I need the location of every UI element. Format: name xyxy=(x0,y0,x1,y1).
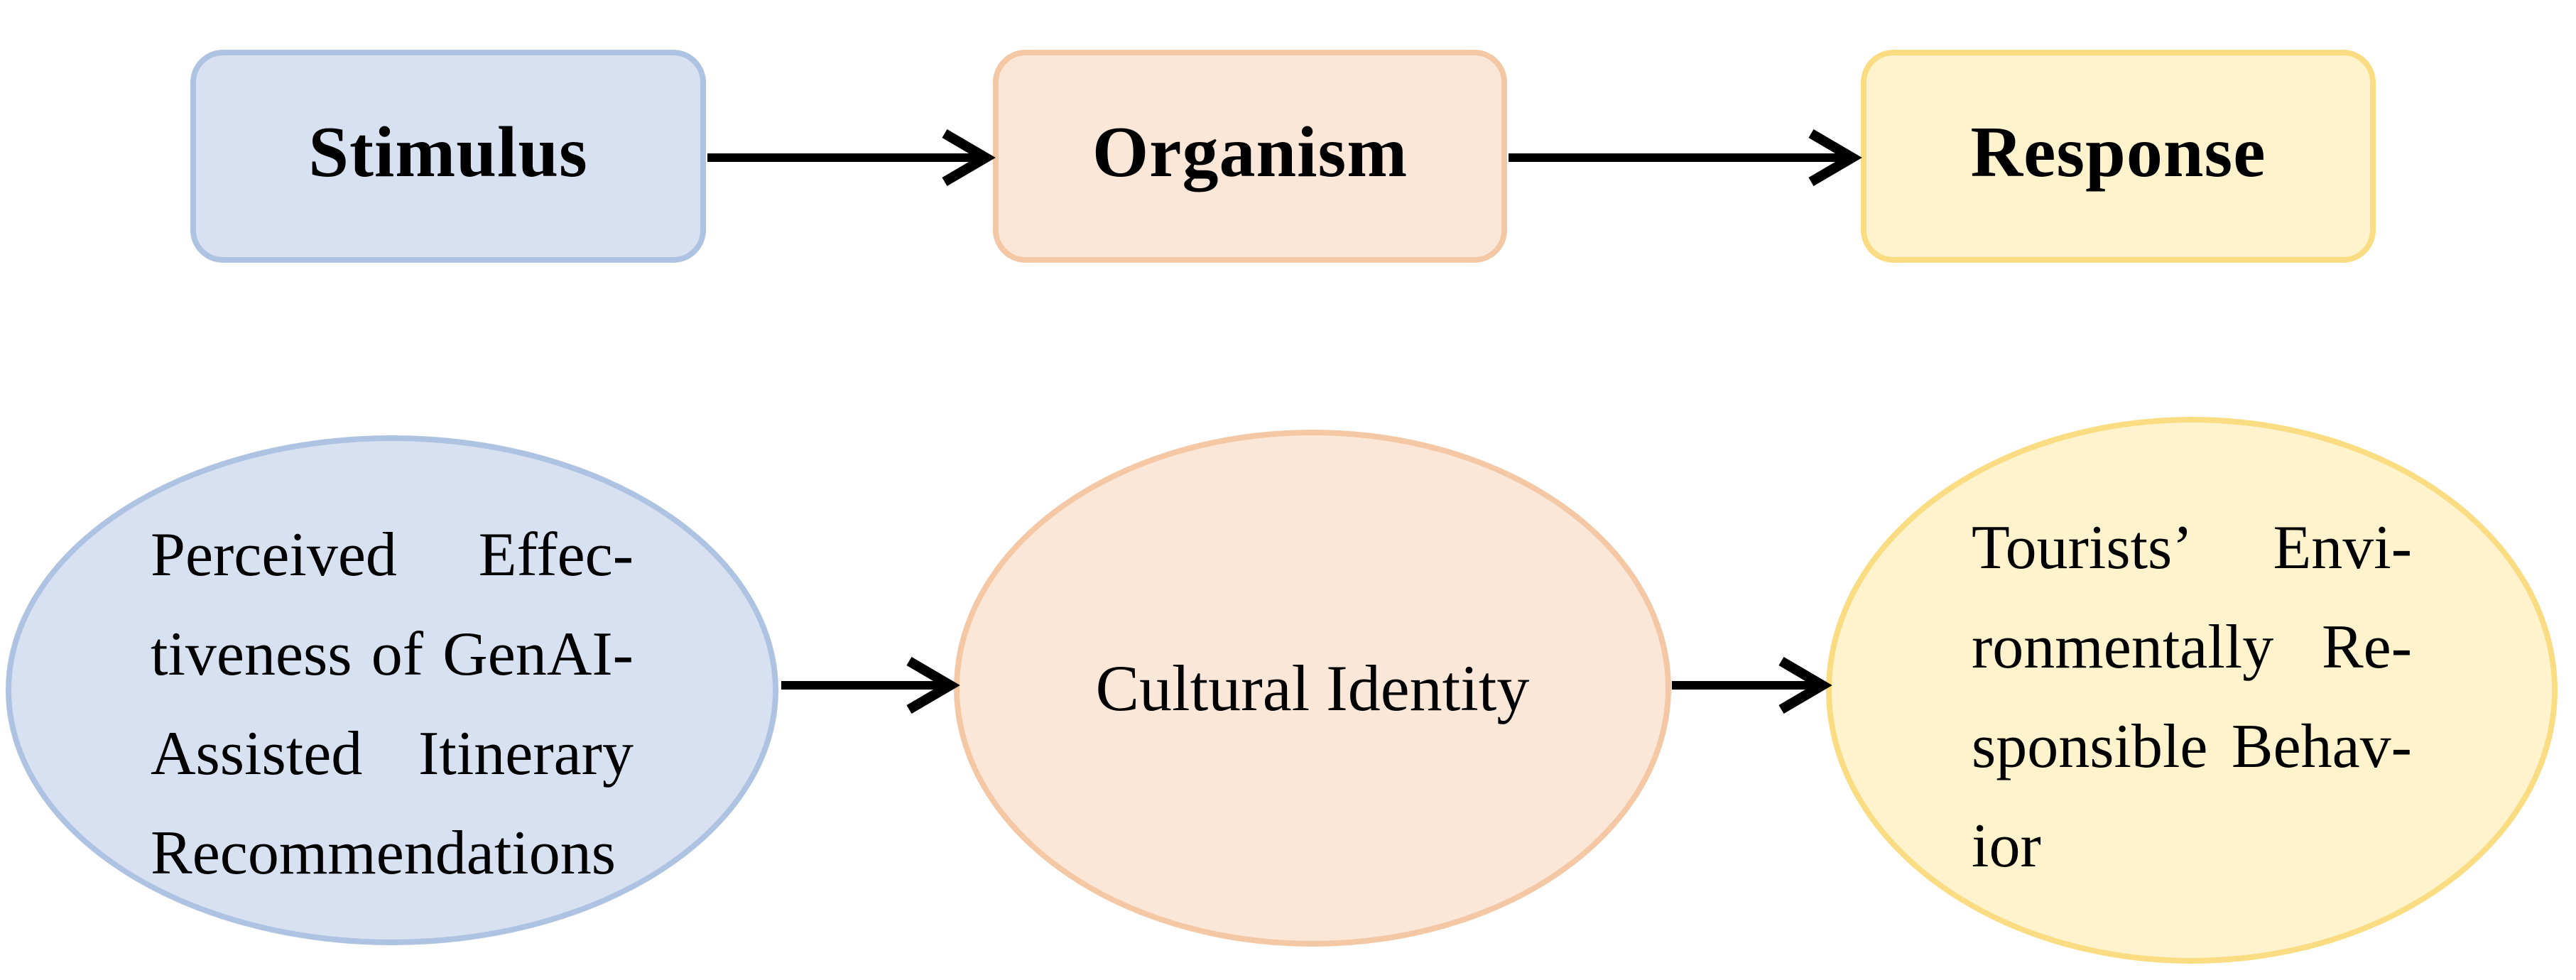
perceived-effectiveness-text: Perceived Effec- tiveness of GenAI- Assi… xyxy=(151,506,634,903)
stimulus-label: Stimulus xyxy=(308,111,588,192)
text-line: ronmentally Re- xyxy=(1972,613,2412,682)
arrow-cultural-identity-to-responsible-behavior xyxy=(1672,656,1832,714)
response-box: Response xyxy=(1861,50,2376,263)
organism-label: Organism xyxy=(1092,111,1408,192)
arrow-perceived-effectiveness-to-cultural-identity xyxy=(781,656,960,714)
organism-box: Organism xyxy=(993,50,1507,263)
text-line: Perceived Effec- xyxy=(151,521,634,589)
text-line: Cultural Identity xyxy=(1095,652,1530,724)
text-line: ior xyxy=(1972,812,2041,881)
text-line: Assisted Itinerary xyxy=(151,719,634,788)
arrow-organism-to-response xyxy=(1509,129,1862,187)
environmentally-responsible-behavior-ellipse: Tourists’ Envi- ronmentally Re- sponsibl… xyxy=(1826,417,2558,964)
cultural-identity-text: Cultural Identity xyxy=(960,638,1665,738)
arrow-stimulus-to-organism xyxy=(707,129,996,187)
text-line: Recommendations xyxy=(151,819,616,888)
environmentally-responsible-behavior-text: Tourists’ Envi- ronmentally Re- sponsibl… xyxy=(1972,499,2412,896)
stimulus-box: Stimulus xyxy=(190,50,706,263)
response-label: Response xyxy=(1970,111,2266,192)
text-line: Tourists’ Envi- xyxy=(1972,513,2412,582)
text-line: sponsible Behav- xyxy=(1972,712,2412,781)
perceived-effectiveness-ellipse: Perceived Effec- tiveness of GenAI- Assi… xyxy=(6,435,778,945)
text-line: tiveness of GenAI- xyxy=(151,620,634,689)
cultural-identity-ellipse: Cultural Identity xyxy=(954,430,1671,947)
